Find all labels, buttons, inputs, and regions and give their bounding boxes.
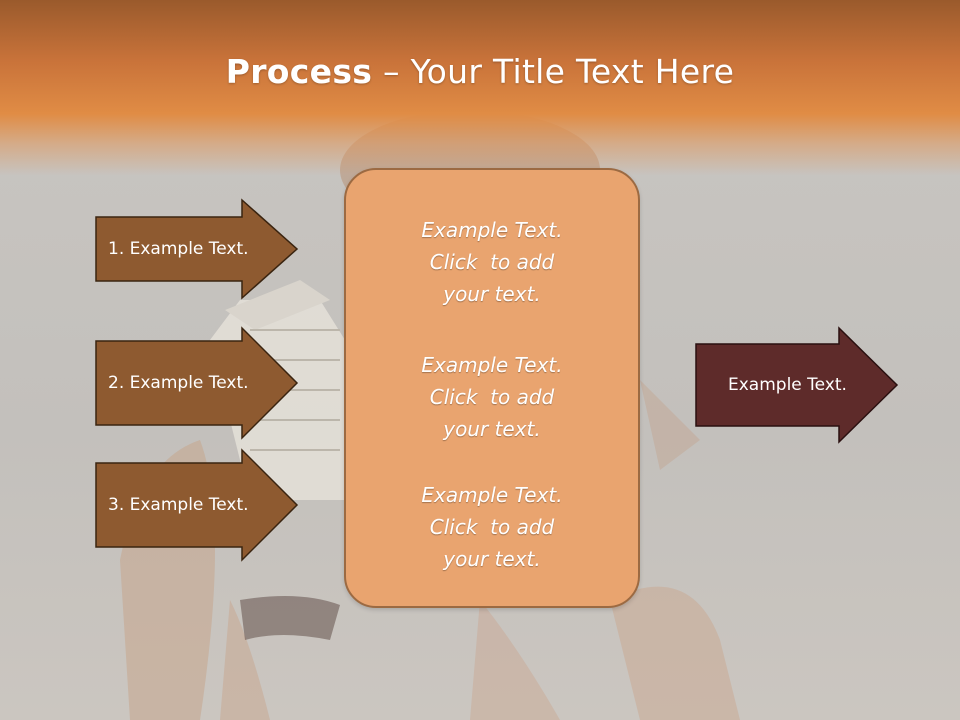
left-arrow-shape (95, 198, 299, 300)
left-arrow-1: 1. Example Text. (95, 198, 299, 300)
left-arrow-shape (95, 448, 299, 562)
left-arrow-shape (95, 326, 299, 440)
left-arrow-3: 3. Example Text. (95, 448, 299, 562)
center-text-line: your text. (443, 417, 541, 441)
right-arrow-shape (695, 326, 899, 444)
center-text-line: Click to add (429, 515, 555, 539)
right-arrow: Example Text. (695, 326, 899, 444)
right-arrow-label: Example Text. (728, 375, 847, 395)
center-text-line: Example Text. (421, 483, 563, 507)
left-arrow-label: 2. Example Text. (108, 373, 249, 393)
left-arrow-label: 1. Example Text. (108, 239, 249, 259)
center-text-line: your text. (443, 547, 541, 571)
center-text-line: Click to add (429, 250, 555, 274)
center-text-line: Example Text. (421, 218, 563, 242)
center-text-line: your text. (443, 282, 541, 306)
center-text-line: Click to add (429, 385, 555, 409)
center-text-line: Example Text. (421, 353, 563, 377)
center-text-block: Example Text. Click to add your text. (346, 214, 638, 310)
center-text-box: Example Text. Click to add your text. Ex… (344, 168, 640, 608)
left-arrow-2: 2. Example Text. (95, 326, 299, 440)
header-band (0, 0, 960, 175)
left-arrow-label: 3. Example Text. (108, 495, 249, 515)
title-bold: Process (225, 52, 373, 91)
center-text-block: Example Text. Click to add your text. (346, 479, 638, 575)
title-rest: – Your Title Text Here (372, 52, 735, 91)
page-title: Process – Your Title Text Here (0, 52, 960, 91)
center-text-block: Example Text. Click to add your text. (346, 349, 638, 445)
